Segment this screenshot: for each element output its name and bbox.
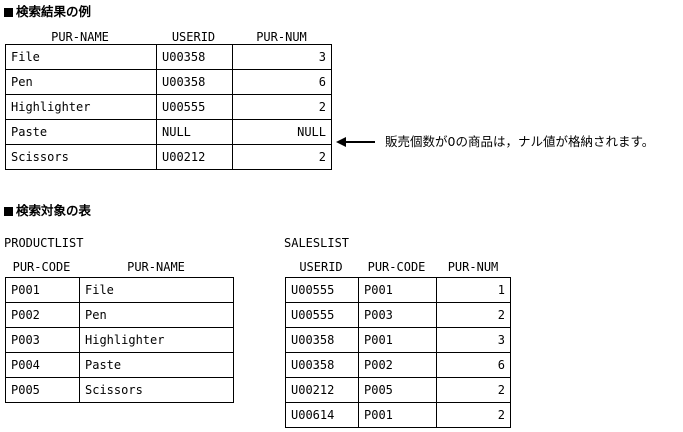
cell-userid: U00555: [285, 277, 359, 303]
cell-pur_num: 3: [436, 327, 511, 353]
saleslist-col-header-userid: USERID: [299, 260, 343, 274]
cell-userid: U00358: [285, 352, 359, 378]
cell-pur_code: P001: [358, 327, 437, 353]
result-col-header-pur-name: PUR-NAME: [51, 30, 109, 44]
cell-pur_num: 2: [232, 94, 332, 120]
result-col-header-pur-num: PUR-NUM: [256, 30, 307, 44]
cell-pur_code: P002: [358, 352, 437, 378]
cell-pur_num: 2: [436, 302, 511, 328]
cell-pur_name: File: [79, 277, 234, 303]
cell-pur_name: Paste: [79, 352, 234, 378]
cell-pur_num: 2: [436, 402, 511, 428]
cell-pur_num: 6: [436, 352, 511, 378]
cell-pur_name: Paste: [5, 119, 157, 145]
cell-pur_code: P005: [5, 377, 80, 403]
cell-userid: U00358: [285, 327, 359, 353]
cell-pur_code: P001: [5, 277, 80, 303]
section-heading-source-tables: 検索対象の表: [4, 203, 91, 218]
cell-pur_code: P002: [5, 302, 80, 328]
cell-pur_name: Highlighter: [79, 327, 234, 353]
cell-userid: NULL: [156, 119, 233, 145]
result-col-header-userid: USERID: [171, 30, 216, 44]
cell-pur_num: 3: [232, 44, 332, 70]
section-heading-search-result: 検索結果の例: [4, 4, 91, 19]
saleslist-col-header-pur-num: PUR-NUM: [447, 260, 499, 274]
cell-userid: U00212: [285, 377, 359, 403]
section-heading-search-result-label: 検索結果の例: [16, 4, 92, 19]
filled-square-bullet-icon: [4, 8, 13, 17]
cell-pur_num: 2: [232, 144, 332, 170]
productlist-col-header-pur-code: PUR-CODE: [12, 260, 71, 274]
annotation-text: 販売個数が0の商品は，ナル値が格納されます。: [385, 134, 655, 149]
cell-pur_num: 1: [436, 277, 511, 303]
cell-userid: U00358: [156, 44, 233, 70]
cell-pur_name: Highlighter: [5, 94, 157, 120]
cell-pur_code: P003: [358, 302, 437, 328]
cell-pur_name: Scissors: [5, 144, 157, 170]
cell-pur_code: P003: [5, 327, 80, 353]
cell-pur_code: P001: [358, 277, 437, 303]
saleslist-table-name: SALESLIST: [284, 236, 350, 250]
cell-pur_name: Scissors: [79, 377, 234, 403]
filled-square-bullet-icon: [4, 207, 13, 216]
cell-pur_num: 2: [436, 377, 511, 403]
left-arrow-icon: [336, 137, 346, 147]
productlist-col-header-pur-name: PUR-NAME: [127, 260, 185, 274]
arrow-line: [346, 141, 375, 143]
annotation-arrow: [336, 136, 375, 148]
cell-pur_code: P001: [358, 402, 437, 428]
cell-pur_num: NULL: [232, 119, 332, 145]
saleslist-col-header-pur-code: PUR-CODE: [367, 260, 426, 274]
cell-pur_num: 6: [232, 69, 332, 95]
cell-userid: U00614: [285, 402, 359, 428]
cell-userid: U00212: [156, 144, 233, 170]
cell-userid: U00358: [156, 69, 233, 95]
section-heading-source-tables-label: 検索対象の表: [16, 203, 92, 218]
cell-pur_name: Pen: [79, 302, 234, 328]
cell-userid: U00555: [285, 302, 359, 328]
productlist-table-name: PRODUCTLIST: [4, 236, 84, 250]
cell-pur_name: File: [5, 44, 157, 70]
cell-pur_code: P005: [358, 377, 437, 403]
cell-pur_code: P004: [5, 352, 80, 378]
cell-pur_name: Pen: [5, 69, 157, 95]
cell-userid: U00555: [156, 94, 233, 120]
